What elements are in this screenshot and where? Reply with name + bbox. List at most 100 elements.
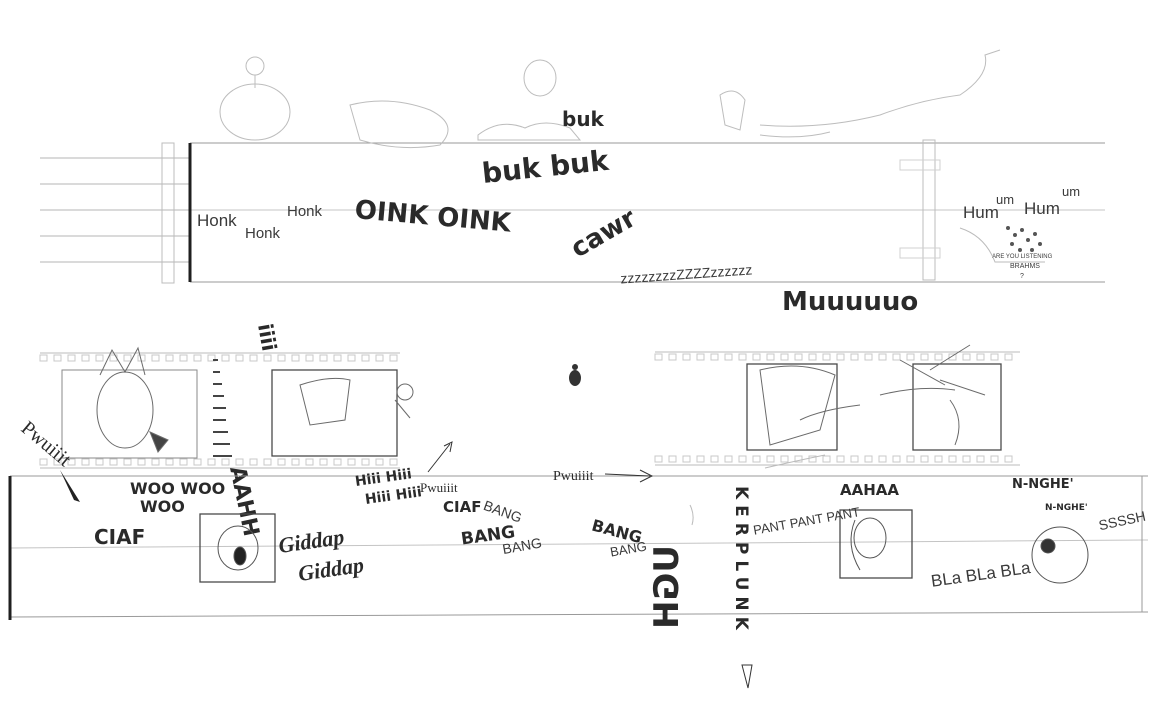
film-perforation bbox=[333, 458, 342, 466]
film-perforation bbox=[361, 458, 370, 466]
film-perforation bbox=[990, 455, 999, 463]
film-perforation bbox=[249, 458, 258, 466]
film-perforation bbox=[151, 458, 160, 466]
woman-face-sketch bbox=[853, 517, 887, 559]
film-perforation bbox=[920, 353, 929, 361]
buk-word-2: buk bbox=[562, 107, 605, 131]
film-perforation bbox=[892, 353, 901, 361]
film-perforation bbox=[962, 353, 971, 361]
pwuiiit-mid-word: Pwuiiit bbox=[420, 480, 458, 495]
film-perforation bbox=[389, 458, 398, 466]
film-perforation bbox=[347, 354, 356, 362]
film-perforation bbox=[137, 458, 146, 466]
film-perforation bbox=[81, 458, 90, 466]
exclamation-mark bbox=[741, 664, 753, 689]
film-strip-left bbox=[40, 352, 400, 469]
brahms-outline bbox=[959, 227, 1045, 263]
buk-word-1: buk buk bbox=[480, 144, 611, 190]
elephant-sketch-2 bbox=[899, 344, 986, 396]
film-perforation bbox=[780, 455, 789, 463]
hiii-word-2: Hiii Hiii bbox=[364, 484, 423, 508]
film-perforation bbox=[263, 354, 272, 362]
oink-word: OINK OINK bbox=[354, 195, 513, 239]
film-perforation bbox=[207, 354, 216, 362]
film-perforation bbox=[836, 353, 845, 361]
film-perforation bbox=[123, 458, 132, 466]
film-perforation bbox=[752, 353, 761, 361]
film-perforation bbox=[347, 458, 356, 466]
hedgehog-sketch bbox=[96, 371, 154, 449]
hiii-arrow bbox=[427, 441, 453, 473]
film-perforation bbox=[682, 455, 691, 463]
film-perforation bbox=[962, 455, 971, 463]
film-perforation bbox=[39, 354, 48, 362]
film-perforation bbox=[375, 458, 384, 466]
woo-word-2: WOO bbox=[140, 497, 185, 516]
cawr-word: cawr bbox=[566, 203, 642, 264]
bla-word: BLa BLa BLa bbox=[930, 558, 1032, 591]
film-perforation bbox=[235, 354, 244, 362]
film-perforation bbox=[53, 354, 62, 362]
film-perforation bbox=[892, 455, 901, 463]
film-perforation bbox=[1004, 455, 1013, 463]
kerplunk-word: KERPLUNK bbox=[731, 486, 751, 636]
film-perforation bbox=[333, 354, 342, 362]
ugh-word: UGH bbox=[647, 545, 687, 629]
iiii-word: iiii bbox=[253, 322, 281, 353]
bang-word-3: BANG bbox=[501, 534, 543, 557]
film-perforation bbox=[822, 353, 831, 361]
film-perforation bbox=[165, 354, 174, 362]
hum-word-1: Hum bbox=[963, 203, 999, 222]
film-perforation bbox=[179, 354, 188, 362]
decorative-marks bbox=[689, 454, 826, 526]
film-perforation bbox=[976, 455, 985, 463]
film-perforation bbox=[976, 353, 985, 361]
cloud-sketch bbox=[349, 100, 449, 149]
aahaa-word: AAHAA bbox=[840, 481, 899, 499]
zzz-word: zzzzzzzzZZZZzzzzzz bbox=[620, 261, 753, 286]
hum-word-2: um bbox=[996, 192, 1014, 207]
brahms-caption-3: ? bbox=[1020, 273, 1024, 280]
film-perforation bbox=[207, 458, 216, 466]
film-perforation bbox=[263, 458, 272, 466]
film-perforation bbox=[920, 455, 929, 463]
pwuiiit-center-arrow bbox=[604, 469, 654, 483]
cowboy-sketch bbox=[299, 377, 351, 426]
film-perforation bbox=[235, 458, 244, 466]
pwuiiit-left-word: Pwuiiit bbox=[17, 417, 76, 471]
hum-word-4: um bbox=[1062, 184, 1080, 199]
film-perforation bbox=[794, 353, 803, 361]
film-perforation bbox=[305, 458, 314, 466]
film-perforation bbox=[864, 353, 873, 361]
nnghe-word-1: N-NGHE' bbox=[1012, 477, 1074, 492]
film-perforation bbox=[81, 354, 90, 362]
film-perforation bbox=[990, 353, 999, 361]
film-perforation bbox=[123, 354, 132, 362]
bald-head-sketch bbox=[1031, 526, 1089, 584]
giddap-word-2: Giddap bbox=[297, 552, 366, 586]
film-perforation bbox=[654, 353, 663, 361]
panel-sketches bbox=[96, 344, 986, 453]
film-perforation bbox=[808, 455, 817, 463]
nnghe-word-2: N-NGHE' bbox=[1045, 503, 1088, 513]
film-perforation bbox=[305, 354, 314, 362]
pwuiiit-left-arrow bbox=[60, 470, 80, 502]
dog-sketch bbox=[719, 90, 746, 131]
nest-sketch bbox=[477, 122, 582, 141]
bang-word-2: BANG bbox=[481, 497, 524, 526]
film-perforation bbox=[39, 458, 48, 466]
film-perforation bbox=[724, 455, 733, 463]
film-perforation bbox=[179, 458, 188, 466]
film-perforation bbox=[906, 455, 915, 463]
film-perforation bbox=[151, 354, 160, 362]
film-perforation bbox=[193, 458, 202, 466]
film-perforation bbox=[836, 455, 845, 463]
film-perforation bbox=[710, 455, 719, 463]
film-perforation bbox=[277, 354, 286, 362]
film-perforation bbox=[682, 353, 691, 361]
film-perforation bbox=[752, 455, 761, 463]
screaming-face-sketch bbox=[217, 525, 259, 571]
pant-word: PANT PANT PANT bbox=[752, 504, 861, 538]
brahms-caption-1: ARE YOU LISTENING bbox=[992, 254, 1053, 260]
